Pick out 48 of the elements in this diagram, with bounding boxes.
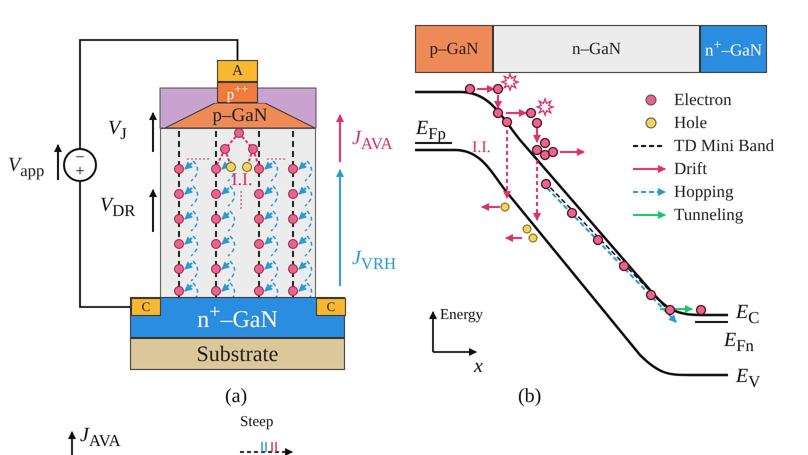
band-label: E$_{C}$ xyxy=(736,302,760,327)
cathode-contact xyxy=(316,298,346,316)
legend-label: Hopping xyxy=(674,183,734,200)
layer-label: Substrate xyxy=(196,341,278,367)
layer-label: p$^{++}$ xyxy=(226,82,248,104)
layer-label: I.I. xyxy=(232,169,252,190)
panel-label: (a) xyxy=(225,386,248,406)
legend-label: Electron xyxy=(674,91,732,108)
panel-label: (b) xyxy=(518,386,542,406)
layer-box xyxy=(217,82,258,103)
layer-label: C xyxy=(326,299,336,315)
current-label: J$_{VRH}$ xyxy=(352,248,396,273)
layer-label: n$^{+}$–GaN xyxy=(704,37,762,61)
legend-label: Hole xyxy=(674,114,708,131)
layer-label: C xyxy=(142,299,150,315)
layer-label: p–GaN xyxy=(429,39,479,59)
polarity-sign: − xyxy=(75,150,85,165)
legend-label: Drift xyxy=(674,160,708,177)
layer-box xyxy=(130,338,345,370)
layer-label: n–GaN xyxy=(572,39,622,59)
axis-label: x xyxy=(474,356,483,376)
cathode-contact xyxy=(131,298,161,316)
band-label: E$_{V}$ xyxy=(736,366,760,391)
layer-box xyxy=(415,25,493,73)
layer-trapezoid xyxy=(165,103,315,128)
layer-label: n$^{+}$–GaN xyxy=(197,301,278,334)
voltage-label: V$_{DR}$ xyxy=(100,195,136,220)
voltage-label: V$_{app}$ xyxy=(8,155,44,180)
polarity-sign: + xyxy=(75,165,85,180)
layer-box xyxy=(493,25,700,73)
layer-box xyxy=(130,297,345,338)
annotation-label: Steep xyxy=(240,415,274,430)
voltage-source-symbol xyxy=(63,148,97,182)
legend-label: Tunneling xyxy=(674,206,744,223)
wire xyxy=(79,39,238,148)
impact-ionization-label: I.I. xyxy=(472,140,491,156)
layer-label: A xyxy=(232,62,243,80)
layer-label: p–GaN xyxy=(212,104,268,126)
current-label: J$_{AVA}$ xyxy=(352,128,393,153)
fermi-level-label: E$_{Fp}$ xyxy=(416,118,446,143)
legend-label: TD Mini Band xyxy=(674,137,774,154)
anode-contact xyxy=(217,60,258,82)
current-label: J$_{AVA}$ xyxy=(80,425,121,450)
wire xyxy=(79,182,131,308)
axis-label: Energy xyxy=(440,308,484,323)
layer-box xyxy=(700,25,767,73)
voltage-label: V$_{J}$ xyxy=(108,118,127,143)
band-label: E$_{Fn}$ xyxy=(724,330,754,355)
